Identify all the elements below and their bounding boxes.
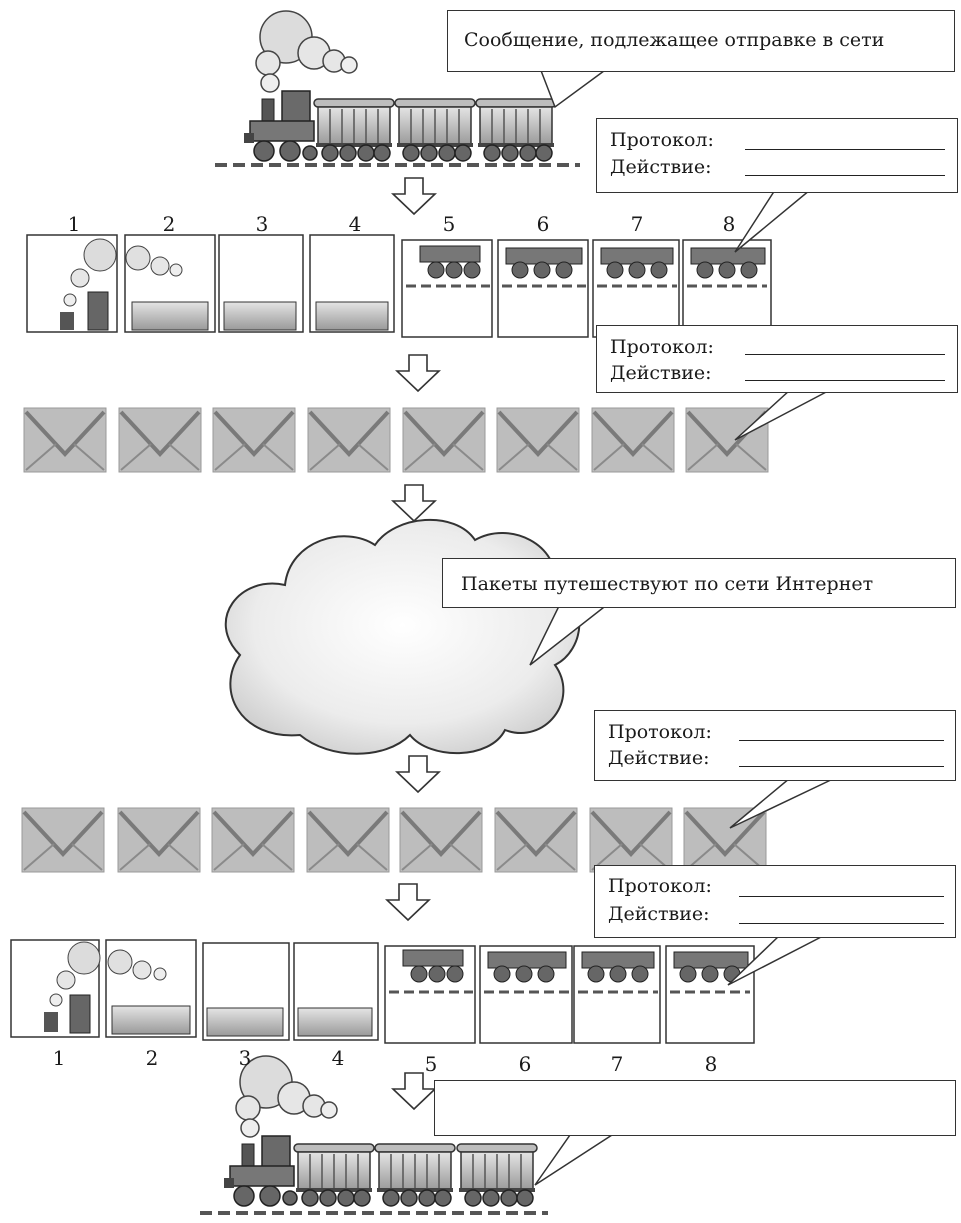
fragments-row-2 xyxy=(11,940,754,1043)
packet-number-top-4: 4 xyxy=(340,212,370,236)
action-blank[interactable] xyxy=(745,380,945,381)
protocol-blank[interactable] xyxy=(739,896,944,897)
packet-number-bottom-5: 5 xyxy=(416,1052,446,1076)
packet-number-top-8: 8 xyxy=(714,212,744,236)
packet-number-top-2: 2 xyxy=(154,212,184,236)
protocol-callout-1: Протокол: Действие: xyxy=(596,118,958,193)
action-blank[interactable] xyxy=(739,923,944,924)
message-callout: Сообщение, подлежащее отправке в сети xyxy=(447,10,955,72)
protocol-label: Протокол: xyxy=(610,336,714,358)
action-blank[interactable] xyxy=(739,766,944,767)
protocol-label: Протокол: xyxy=(608,721,712,743)
final-callout-tail xyxy=(535,1135,612,1185)
packet-number-bottom-1: 1 xyxy=(44,1046,74,1070)
packet-number-bottom-3: 3 xyxy=(230,1046,260,1070)
arrow-3 xyxy=(393,485,435,521)
message-callout-text: Сообщение, подлежащее отправке в сети xyxy=(464,29,884,51)
packet-number-bottom-8: 8 xyxy=(696,1052,726,1076)
protocol-callout-2: Протокол: Действие: xyxy=(596,325,958,393)
protocol-label: Протокол: xyxy=(610,129,714,151)
action-label: Действие: xyxy=(608,903,710,925)
arrow-2 xyxy=(397,355,439,391)
fragments-row-1 xyxy=(27,235,771,337)
arrow-5 xyxy=(387,884,429,920)
protocol-blank[interactable] xyxy=(745,149,945,150)
action-blank[interactable] xyxy=(745,175,945,176)
arrow-6 xyxy=(393,1073,435,1109)
packet-number-top-6: 6 xyxy=(528,212,558,236)
action-label: Действие: xyxy=(610,362,712,384)
arrow-4 xyxy=(397,756,439,792)
packet-number-bottom-4: 4 xyxy=(323,1046,353,1070)
internet-callout-text: Пакеты путешествуют по сети Интернет xyxy=(461,573,873,595)
packet-number-top-7: 7 xyxy=(622,212,652,236)
protocol-label: Протокол: xyxy=(608,875,712,897)
protocol-callout-3: Протокол: Действие: xyxy=(594,710,956,781)
arrow-1 xyxy=(393,178,435,214)
packet-number-top-3: 3 xyxy=(247,212,277,236)
packets-row-2 xyxy=(22,808,766,872)
protocol-blank[interactable] xyxy=(745,354,945,355)
protocol-callout-4: Протокол: Действие: xyxy=(594,865,956,938)
packet-number-top-1: 1 xyxy=(59,212,89,236)
packets-row-1 xyxy=(24,408,768,472)
final-callout[interactable] xyxy=(434,1080,956,1136)
internet-cloud xyxy=(226,520,580,754)
protocol-blank[interactable] xyxy=(739,740,944,741)
protocol-callout-3-tail xyxy=(730,778,835,828)
action-label: Действие: xyxy=(608,747,710,769)
packet-number-bottom-2: 2 xyxy=(137,1046,167,1070)
protocol-callout-1-tail xyxy=(735,190,810,252)
packet-number-bottom-6: 6 xyxy=(510,1052,540,1076)
packet-number-top-5: 5 xyxy=(434,212,464,236)
action-label: Действие: xyxy=(610,156,712,178)
packet-number-bottom-7: 7 xyxy=(602,1052,632,1076)
internet-callout: Пакеты путешествуют по сети Интернет xyxy=(442,558,956,608)
